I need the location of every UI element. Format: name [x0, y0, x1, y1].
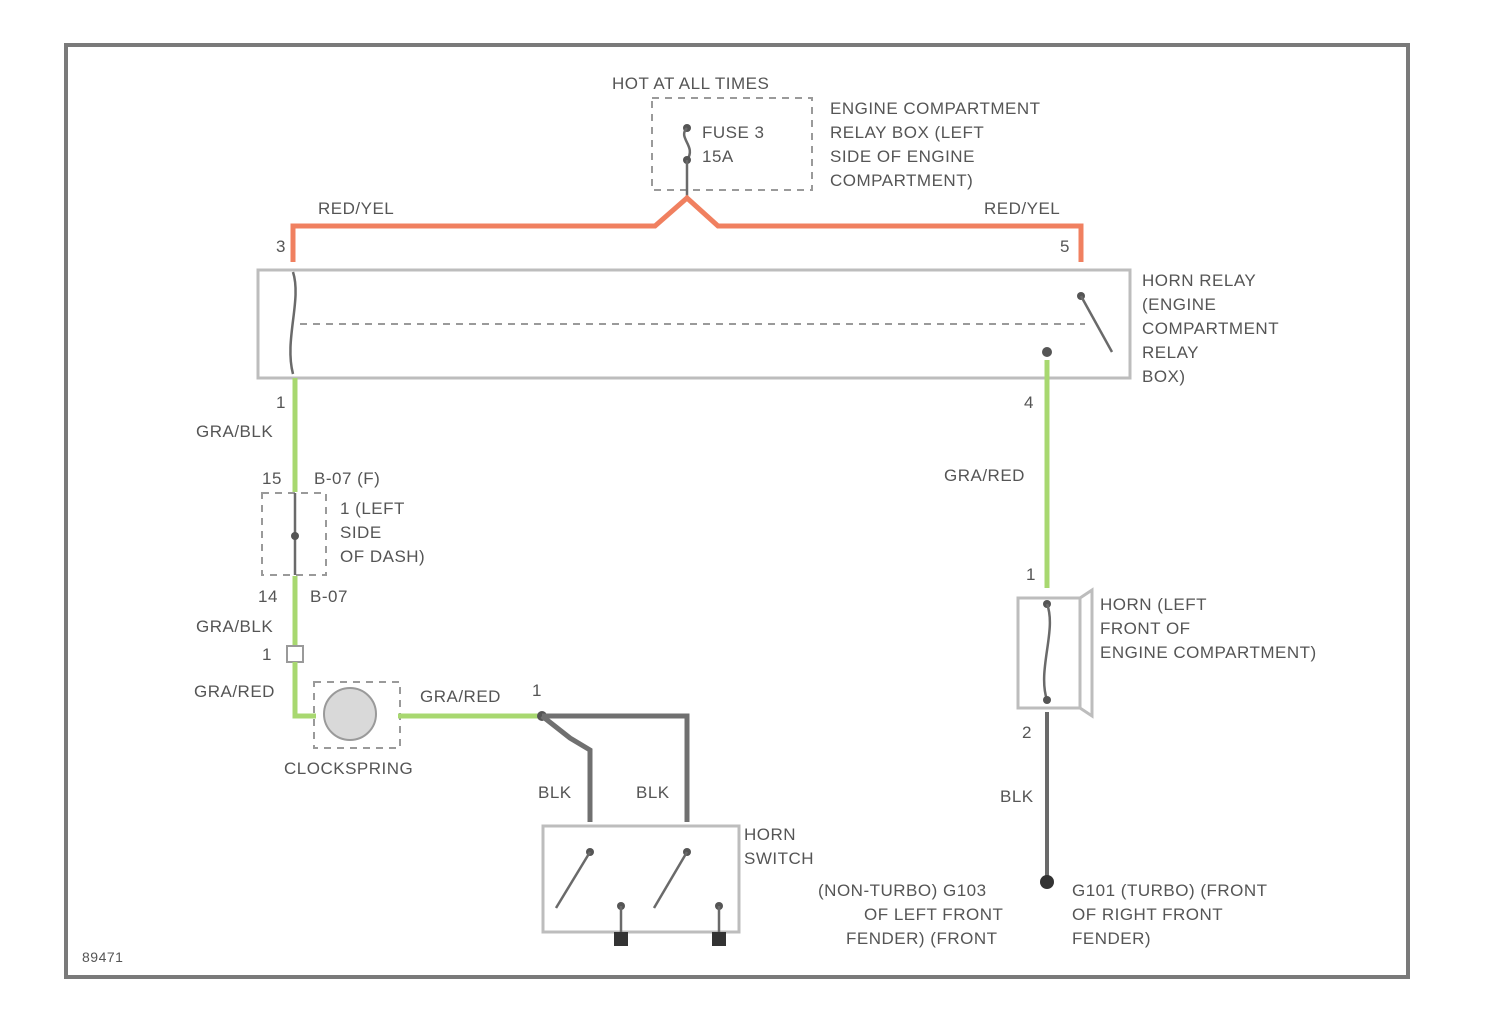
relay-switch-contact [1042, 347, 1052, 357]
horn: HORN (LEFT FRONT OF ENGINE COMPARTMENT) [1018, 590, 1317, 716]
horn-label-line-2: FRONT OF [1100, 619, 1191, 638]
relay-pin-4: 4 [1024, 393, 1034, 412]
relay-pin-1: 1 [276, 393, 286, 412]
horn-pin-2: 2 [1022, 723, 1032, 742]
ground-icon [1040, 875, 1054, 889]
wire-blk-switch-left [542, 716, 590, 822]
wire-label-blk-switch-left: BLK [538, 783, 572, 802]
horn-label-line-1: HORN (LEFT [1100, 595, 1207, 614]
fuse-block: HOT AT ALL TIMES FUSE 3 15A ENGINE COMPA… [612, 74, 1041, 196]
horn-switch-label-line-1: HORN [744, 825, 796, 844]
relay-label-line-5: BOX) [1142, 367, 1186, 386]
connector-pin-14: 14 [258, 587, 278, 606]
connector-location-line-1: 1 (LEFT [340, 499, 405, 518]
clockspring-out-pin: 1 [532, 681, 542, 700]
ground-left-line-1: (NON-TURBO) G103 [818, 881, 987, 900]
connector-pin-15: 15 [262, 469, 282, 488]
ground-left-line-2: OF LEFT FRONT [864, 905, 1003, 924]
wire-label-blk-ground: BLK [1000, 787, 1034, 806]
horn-switch-b-arm [654, 852, 687, 908]
ground-right-line-1: G101 (TURBO) (FRONT [1072, 881, 1268, 900]
relay-label-line-1: HORN RELAY [1142, 271, 1256, 290]
ground-labels: (NON-TURBO) G103 OF LEFT FRONT FENDER) (… [818, 881, 1268, 948]
wire-label-gra-red-switch: GRA/RED [420, 687, 501, 706]
connector-location-line-2: SIDE [340, 523, 382, 542]
wire-label-gra-blk-lower: GRA/BLK [196, 617, 273, 636]
horn-bell-icon [1080, 590, 1092, 716]
figure-id: 89471 [82, 949, 123, 965]
clockspring-label: CLOCKSPRING [284, 759, 413, 778]
diagram-frame [66, 45, 1408, 977]
connector-name-top: B-07 (F) [314, 469, 380, 488]
horn-pin-1: 1 [1026, 565, 1036, 584]
relay-label-line-3: COMPARTMENT [1142, 319, 1279, 338]
fuse-element [684, 128, 690, 160]
relay-coil [290, 272, 295, 374]
fuse-location-line-3: SIDE OF ENGINE [830, 147, 975, 166]
relay-label-line-2: (ENGINE [1142, 295, 1216, 314]
horn-terminal-bottom [1043, 696, 1051, 704]
clockspring: CLOCKSPRING [284, 682, 413, 778]
fuse-location-line-1: ENGINE COMPARTMENT [830, 99, 1041, 118]
horn-relay: 3 5 1 4 HORN RELAY (ENGINE COMPARTMENT R… [258, 237, 1279, 412]
ground-right-line-2: OF RIGHT FRONT [1072, 905, 1223, 924]
horn-switch-b-ground-icon [712, 932, 726, 946]
horn-switch-a-arm [556, 852, 590, 908]
wire-label-red-yel-right: RED/YEL [984, 199, 1060, 218]
horn-label-line-3: ENGINE COMPARTMENT) [1100, 643, 1317, 662]
connector-location-line-3: OF DASH) [340, 547, 425, 566]
fuse-name: FUSE 3 [702, 123, 765, 142]
fuse-rating: 15A [702, 147, 734, 166]
connector-name-bottom: B-07 [310, 587, 348, 606]
clockspring-in-pin: 1 [262, 645, 272, 664]
wire-label-gra-red-clock: GRA/RED [194, 682, 275, 701]
relay-switch-arm [1081, 296, 1112, 352]
hot-at-all-times-label: HOT AT ALL TIMES [612, 74, 769, 93]
relay-label-line-4: RELAY [1142, 343, 1199, 362]
wire-gra-red-clock [295, 662, 316, 716]
connector-b07: 15 B-07 (F) 1 (LEFT SIDE OF DASH) 14 B-0… [258, 469, 425, 606]
clockspring-icon [324, 688, 376, 740]
relay-pin-5: 5 [1060, 237, 1070, 256]
clockspring-connector [287, 646, 303, 662]
ground-left-line-3: FENDER) (FRONT [846, 929, 997, 948]
wire-label-gra-blk-top: GRA/BLK [196, 422, 273, 441]
fuse-location-line-4: COMPARTMENT) [830, 171, 973, 190]
wire-label-blk-switch-right: BLK [636, 783, 670, 802]
horn-switch-label-line-2: SWITCH [744, 849, 814, 868]
connector-splice [291, 532, 299, 540]
wire-label-red-yel-left: RED/YEL [318, 199, 394, 218]
fuse-box-outline [652, 98, 812, 190]
horn-switch-a-ground-icon [614, 932, 628, 946]
relay-pin-3: 3 [276, 237, 286, 256]
horn-coil [1044, 604, 1050, 700]
horn-switch: HORN SWITCH [543, 825, 814, 946]
wire-label-gra-red-horn: GRA/RED [944, 466, 1025, 485]
ground-right-line-3: FENDER) [1072, 929, 1151, 948]
fuse-location-line-2: RELAY BOX (LEFT [830, 123, 984, 142]
wire-red-yel [293, 198, 1081, 262]
